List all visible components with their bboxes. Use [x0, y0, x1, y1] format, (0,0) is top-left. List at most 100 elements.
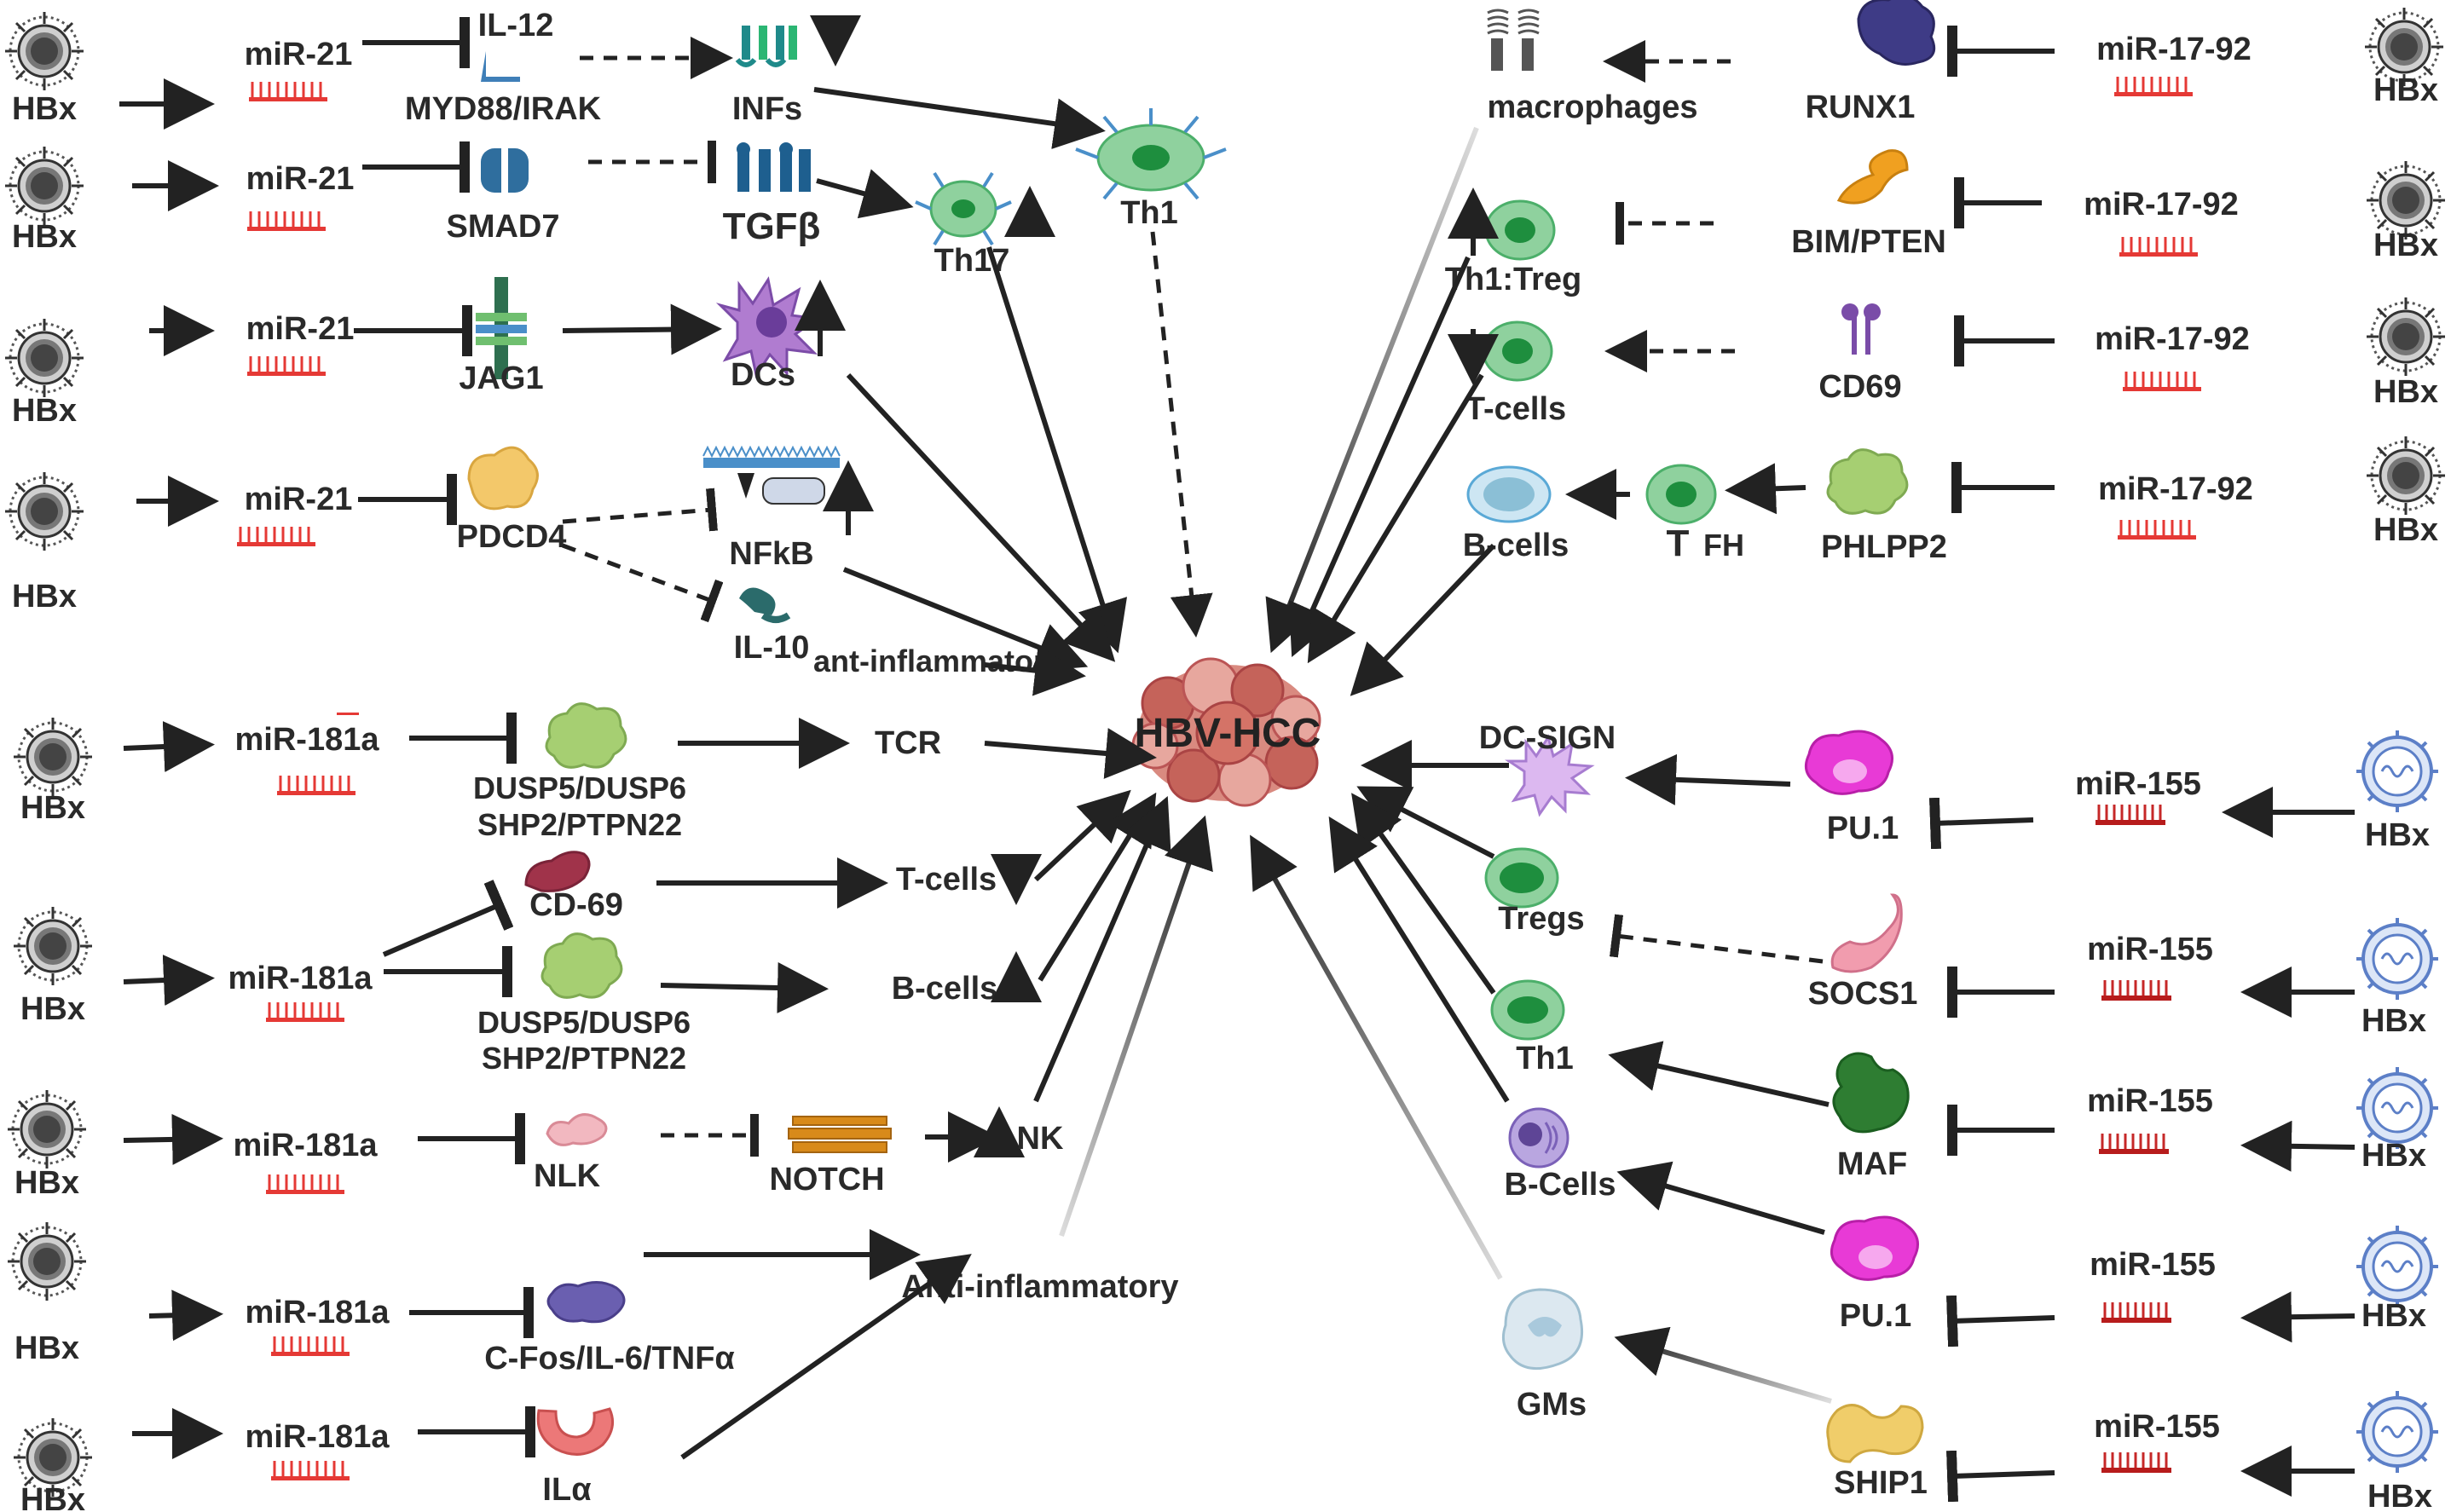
hbx-virus-blue-icon: [2355, 1065, 2440, 1151]
connector-arrow: [1625, 753, 1791, 805]
node-label: miR-155: [2087, 932, 2213, 967]
node-label: miR-155: [2075, 766, 2201, 802]
plasma-b-cell-icon: [1508, 1107, 1569, 1169]
granulocyte-cell-icon: [1501, 1288, 1584, 1371]
connector-arrow: [1102, 115, 1119, 134]
mirna-bar-icon: [275, 774, 357, 797]
node-label: ILα: [542, 1472, 591, 1508]
right-row-7: HBx miR-155 MAF Th1: [1490, 979, 2440, 1182]
connector-arrow: [984, 728, 1157, 779]
node-label: miR-181a: [246, 1419, 390, 1455]
node-label: miR-17-92: [2084, 187, 2239, 222]
connector-arrow: [984, 644, 1086, 696]
effector-label: INFs: [732, 91, 802, 127]
left-converging-arrows: [842, 231, 1213, 1237]
node-label: SHP2/PTPN22: [477, 807, 682, 842]
connector-arrow: [1608, 1041, 1830, 1107]
connector-arrow: [1033, 795, 1171, 1103]
connector-arrow: [562, 303, 722, 355]
mirna-label: miR-21: [245, 37, 353, 72]
node-label: PHLPP2: [1821, 529, 1947, 565]
node-label: HBx: [2373, 512, 2438, 548]
node-label: FH: [1703, 528, 1744, 563]
connector-arrow: [982, 171, 994, 188]
right-row-2: HBx miR-17-92 BIM/PTEN Th1:Treg: [1445, 149, 2447, 297]
node-label: miR-181a: [235, 722, 380, 758]
virus-label: HBx: [12, 91, 77, 127]
th1-cell-right-icon: [1490, 979, 1565, 1041]
left-row-7: HBx miR-181a NLK NOTCH NK: [6, 1088, 1064, 1201]
connector-arrow: [1609, 914, 1824, 964]
cd69-receptor-icon: [1841, 303, 1881, 355]
socs1-protein-icon: [1830, 893, 1903, 973]
node-label: B-Cells: [1505, 1167, 1616, 1203]
node-label: HBx: [14, 1330, 79, 1366]
th1-label: Th1: [1120, 195, 1178, 231]
node-label: T: [1667, 522, 1690, 564]
connector-arrow: [2240, 1120, 2356, 1172]
connector-arrow: [1183, 182, 1199, 200]
node-label: PU.1: [1840, 1298, 1911, 1334]
connector-arrow: [1928, 797, 2034, 850]
right-row-1: HBx miR-17-92 RUNX1 macrophages: [1487, 0, 2445, 125]
connector-arrow: [1946, 1295, 2055, 1348]
connector-arrow: [1102, 182, 1119, 200]
node-label: Th1:Treg: [1445, 262, 1581, 297]
nfkb-icon: [702, 445, 841, 505]
connector-arrow: [1150, 231, 1213, 638]
b-cell-icon: [1466, 465, 1552, 523]
mirna-bar-icon: [2094, 803, 2167, 827]
node-label: miR-17-92: [2098, 471, 2253, 507]
hbx-virus-blue-icon: [2355, 916, 2440, 1001]
connector-arrow: [1288, 256, 1471, 657]
right-row-6: HBx miR-155 SOCS1 Tregs: [1484, 847, 2440, 1039]
node-label: SHP2/PTPN22: [482, 1041, 686, 1076]
node-label: T-cells: [896, 862, 997, 897]
node-label: miR-17-92: [2095, 321, 2250, 357]
treg-cell-icon: [1484, 847, 1559, 909]
node-label: miR-155: [2087, 1083, 2213, 1119]
node-label: NFkB: [729, 536, 813, 572]
connector-arrow: [660, 961, 829, 1013]
connector-arrow: [933, 171, 945, 188]
connector-arrow: [1203, 147, 1227, 159]
left-row-8: HBx miR-181a C-Fos/IL-6/TNFα Anti-inflam…: [6, 1221, 1179, 1376]
left-row-3: HBx miR-21 JAG1 DCs: [3, 276, 846, 429]
hbx-virus-icon: [3, 470, 85, 552]
left-row-2: HBx miR-21 SMAD7 TGFβ: [3, 141, 820, 255]
node-label: HBx: [2365, 817, 2430, 853]
hbx-virus-icon: [6, 1221, 88, 1302]
node-label: B-cells: [892, 971, 998, 1007]
mirna-bar-icon: [2100, 978, 2173, 1002]
connector-arrow: [846, 372, 1116, 662]
mirna-bar-icon: [246, 355, 327, 378]
node-label: SOCS1: [1808, 976, 1918, 1012]
node-label: BIM/PTEN: [1791, 224, 1946, 260]
node-label: NLK: [534, 1158, 601, 1194]
hbx-virus-icon: [2365, 435, 2447, 517]
connector-arrow: [933, 229, 945, 246]
myd88-icon: [481, 51, 520, 82]
connector-arrow: [1183, 115, 1199, 134]
cfos-protein-icon: [546, 1281, 626, 1324]
connector-arrow: [1250, 834, 1503, 1280]
connector-arrow: [123, 1113, 223, 1165]
dusp-protein-icon: [540, 932, 623, 999]
hbx-virus-icon: [3, 317, 85, 399]
ifn-receptor-icon: [735, 26, 797, 67]
mirna-bar-icon: [235, 525, 317, 548]
mirna-bar-icon: [2116, 518, 2198, 541]
connector-arrow: [816, 169, 914, 219]
node-label: miR-181a: [246, 1295, 390, 1330]
node-label: DC-SIGN: [1479, 720, 1616, 756]
bim-pten-icon: [1836, 149, 1909, 205]
t-cell-icon: [1482, 320, 1553, 382]
connector-arrow: [1616, 1161, 1825, 1235]
mirna-bar-icon: [2097, 1132, 2171, 1156]
connector-arrow: [1265, 126, 1479, 654]
mirna-bar-icon: [264, 1001, 346, 1024]
node-label: miR-21: [246, 161, 355, 197]
connector-arrow: [123, 955, 215, 1006]
node-label: ant-inflammatory: [813, 643, 1062, 678]
node-label: HBx: [2361, 1138, 2426, 1174]
